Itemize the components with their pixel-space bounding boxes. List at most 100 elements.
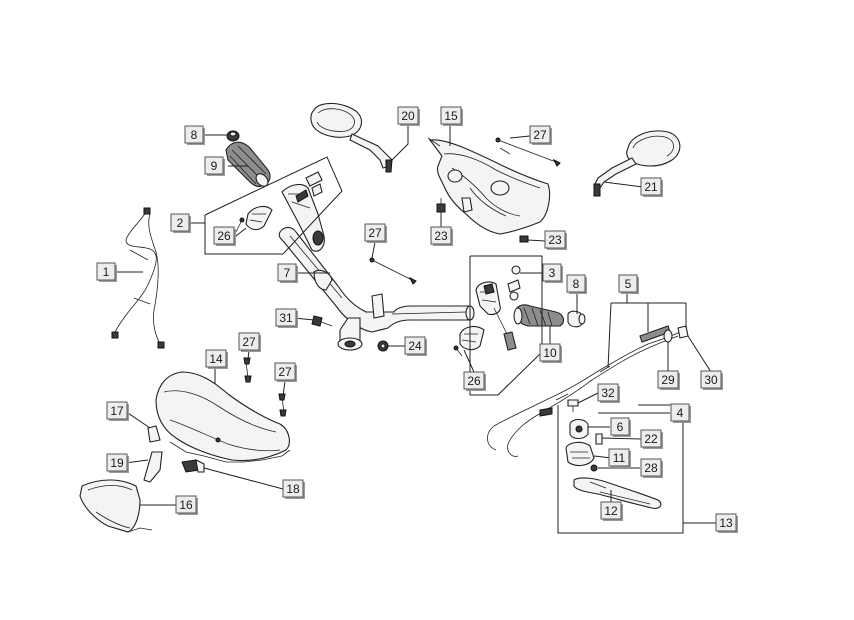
svg-text:19: 19 xyxy=(110,456,124,470)
svg-text:26: 26 xyxy=(217,229,231,243)
svg-text:14: 14 xyxy=(209,352,223,366)
callout-1: 1 xyxy=(96,262,117,282)
svg-text:27: 27 xyxy=(242,335,256,349)
svg-text:27: 27 xyxy=(368,226,382,240)
svg-text:26: 26 xyxy=(467,374,481,388)
svg-text:11: 11 xyxy=(613,451,626,465)
front-handlebar-cover xyxy=(427,137,551,235)
bolt-31 xyxy=(311,315,333,327)
throttle-cable xyxy=(111,207,165,349)
svg-text:23: 23 xyxy=(434,229,448,243)
callout-15: 15 xyxy=(440,106,463,126)
callout-5: 5 xyxy=(618,274,639,294)
svg-text:21: 21 xyxy=(644,180,658,194)
left-switch-group xyxy=(235,171,325,252)
group-bracket-2 xyxy=(204,156,343,255)
right-switch-group xyxy=(453,265,521,357)
callout-8-right: 8 xyxy=(566,274,587,294)
callout-21: 21 xyxy=(640,177,663,197)
svg-text:8: 8 xyxy=(573,277,580,291)
callout-24: 24 xyxy=(404,336,427,356)
parts-drawing xyxy=(79,102,689,534)
group-bracket-13 xyxy=(557,404,684,534)
svg-text:10: 10 xyxy=(543,346,557,360)
callout-27-mid: 27 xyxy=(364,223,387,243)
svg-text:29: 29 xyxy=(661,373,675,387)
end-cap-left xyxy=(226,130,240,142)
nut-24 xyxy=(377,340,389,352)
callout-30: 30 xyxy=(700,370,723,390)
rear-handlebar-cover xyxy=(155,371,291,463)
svg-text:4: 4 xyxy=(677,406,684,420)
callout-20: 20 xyxy=(397,106,420,126)
mirror-right xyxy=(593,130,681,197)
callout-26-right: 26 xyxy=(463,371,486,391)
brake-cable xyxy=(487,325,689,457)
svg-text:8: 8 xyxy=(191,128,198,142)
svg-text:18: 18 xyxy=(286,482,300,496)
bracket-19 xyxy=(143,451,163,483)
callout-31: 31 xyxy=(275,308,298,328)
callout-12: 12 xyxy=(600,501,623,521)
mirror-left xyxy=(310,102,393,173)
svg-text:30: 30 xyxy=(704,373,718,387)
callout-labels: 1 2 3 4 5 6 7 8 8 9 10 11 12 13 14 15 16… xyxy=(96,106,738,533)
callout-8-left: 8 xyxy=(184,125,205,145)
throttle-grip-right xyxy=(513,304,565,327)
callout-26-left: 26 xyxy=(213,226,236,246)
callout-3: 3 xyxy=(542,263,563,283)
cover-18 xyxy=(181,459,205,473)
svg-text:27: 27 xyxy=(278,365,292,379)
svg-text:15: 15 xyxy=(444,109,458,123)
grip-left xyxy=(225,141,271,188)
callout-13: 13 xyxy=(715,513,738,533)
callout-6: 6 xyxy=(610,417,631,437)
svg-text:31: 31 xyxy=(279,311,293,325)
clip-17 xyxy=(147,425,161,443)
svg-text:23: 23 xyxy=(548,233,562,247)
callout-9: 9 xyxy=(204,156,225,176)
screw-27-lower-a xyxy=(243,357,252,383)
screw-27-lower-b xyxy=(278,393,287,417)
svg-text:2: 2 xyxy=(177,216,184,230)
callout-4: 4 xyxy=(670,403,691,423)
brake-lever-assembly xyxy=(539,399,662,509)
callout-32: 32 xyxy=(597,383,620,403)
callout-27-top: 27 xyxy=(529,125,552,145)
svg-text:6: 6 xyxy=(617,420,624,434)
bolt-23-left xyxy=(436,198,446,213)
svg-text:20: 20 xyxy=(401,109,415,123)
callout-10: 10 xyxy=(539,343,562,363)
callout-11: 11 xyxy=(608,448,631,468)
callout-23-left: 23 xyxy=(430,226,453,246)
svg-text:5: 5 xyxy=(625,277,632,291)
screw-27-mid xyxy=(369,257,417,285)
callout-14: 14 xyxy=(205,349,228,369)
callout-16: 16 xyxy=(175,495,198,515)
svg-text:1: 1 xyxy=(103,265,110,279)
callout-7: 7 xyxy=(277,263,298,283)
callout-27-low-a: 27 xyxy=(238,332,261,352)
callout-2: 2 xyxy=(170,213,191,233)
visor-16 xyxy=(79,479,153,533)
screw-27-top xyxy=(495,137,561,167)
svg-text:7: 7 xyxy=(284,266,291,280)
callout-29: 29 xyxy=(657,370,680,390)
svg-text:24: 24 xyxy=(408,339,422,353)
svg-text:28: 28 xyxy=(644,461,658,475)
callout-23-right: 23 xyxy=(544,230,567,250)
svg-text:3: 3 xyxy=(549,266,556,280)
svg-text:32: 32 xyxy=(601,386,615,400)
callout-19: 19 xyxy=(106,453,129,473)
svg-text:9: 9 xyxy=(211,159,218,173)
svg-text:17: 17 xyxy=(110,404,124,418)
callout-22: 22 xyxy=(640,429,663,449)
svg-text:13: 13 xyxy=(719,516,733,530)
svg-text:12: 12 xyxy=(604,504,618,518)
svg-text:16: 16 xyxy=(179,498,193,512)
bolt-23-right xyxy=(519,235,529,243)
svg-text:22: 22 xyxy=(644,432,658,446)
callout-18: 18 xyxy=(282,479,305,499)
callout-28: 28 xyxy=(640,458,663,478)
